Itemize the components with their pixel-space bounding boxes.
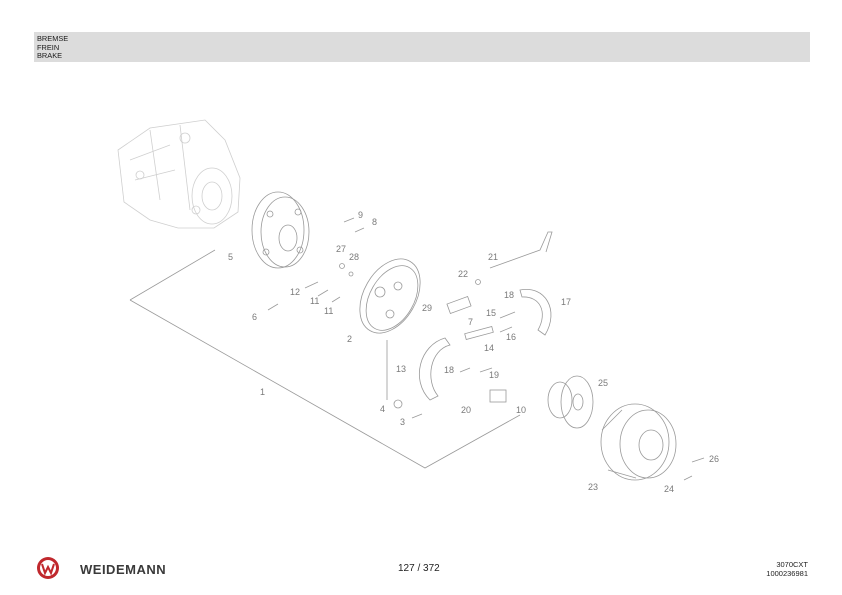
callout-9: 9 (358, 210, 363, 220)
callout-27: 27 (336, 244, 346, 254)
callout-1: 1 (260, 387, 265, 397)
small-fasteners (267, 217, 705, 481)
callout-20: 20 (461, 405, 471, 415)
callout-18a: 18 (504, 290, 514, 300)
callout-28: 28 (349, 252, 359, 262)
callout-12: 12 (290, 287, 300, 297)
part-7-cylinder (446, 296, 472, 314)
title-de: BREMSE (37, 34, 69, 43)
part-2-backing-plate (359, 258, 421, 334)
callout-3: 3 (400, 417, 405, 427)
section-title-bar: BREMSE FREIN BRAKE (34, 32, 810, 62)
callout-labels: 1 2 3 4 5 6 7 8 9 10 11 11 12 13 14 15 1… (228, 210, 719, 494)
title-fr: FREIN (37, 42, 60, 52)
part-21-cable (489, 231, 553, 269)
weidemann-logo-icon (37, 557, 59, 579)
part-25-hub (547, 375, 594, 429)
brand-name: WEIDEMANN (80, 562, 167, 577)
callout-21: 21 (488, 252, 498, 262)
part-13-shoe (419, 337, 451, 401)
callout-25: 25 (598, 378, 608, 388)
callout-19: 19 (489, 370, 499, 380)
callout-6: 6 (252, 312, 257, 322)
callout-17: 17 (561, 297, 571, 307)
part-5-flange (251, 191, 310, 269)
callout-29: 29 (422, 303, 432, 313)
callout-15: 15 (486, 308, 496, 318)
title-en: BRAKE (37, 51, 63, 61)
page-counter: 127 / 372 (398, 563, 440, 574)
callout-10: 10 (516, 405, 526, 415)
document-number: 1000236981 (766, 569, 808, 578)
callout-13: 13 (396, 364, 406, 374)
callout-11a: 11 (310, 296, 319, 306)
callout-14: 14 (484, 343, 494, 353)
callout-4: 4 (380, 404, 385, 414)
callout-22: 22 (458, 269, 468, 279)
callout-26: 26 (709, 454, 719, 464)
document-meta: 3070CXT 1000236981 (766, 560, 808, 578)
callout-23: 23 (588, 482, 598, 492)
part-14-strut (464, 325, 494, 341)
callout-2: 2 (347, 334, 352, 344)
callout-18b: 18 (444, 365, 454, 375)
model-number: 3070CXT (776, 560, 808, 569)
part-23-drum (600, 403, 677, 481)
callout-11b: 11 (324, 306, 333, 316)
part-17-shoe (519, 288, 552, 336)
axle-housing-drawing (117, 119, 241, 229)
callout-16: 16 (506, 332, 516, 342)
callout-24: 24 (664, 484, 674, 494)
callout-7: 7 (468, 317, 473, 327)
callout-5: 5 (228, 252, 233, 262)
part-10-block (489, 389, 507, 403)
callout-8: 8 (372, 217, 377, 227)
assembly-bracket-1 (129, 249, 521, 469)
